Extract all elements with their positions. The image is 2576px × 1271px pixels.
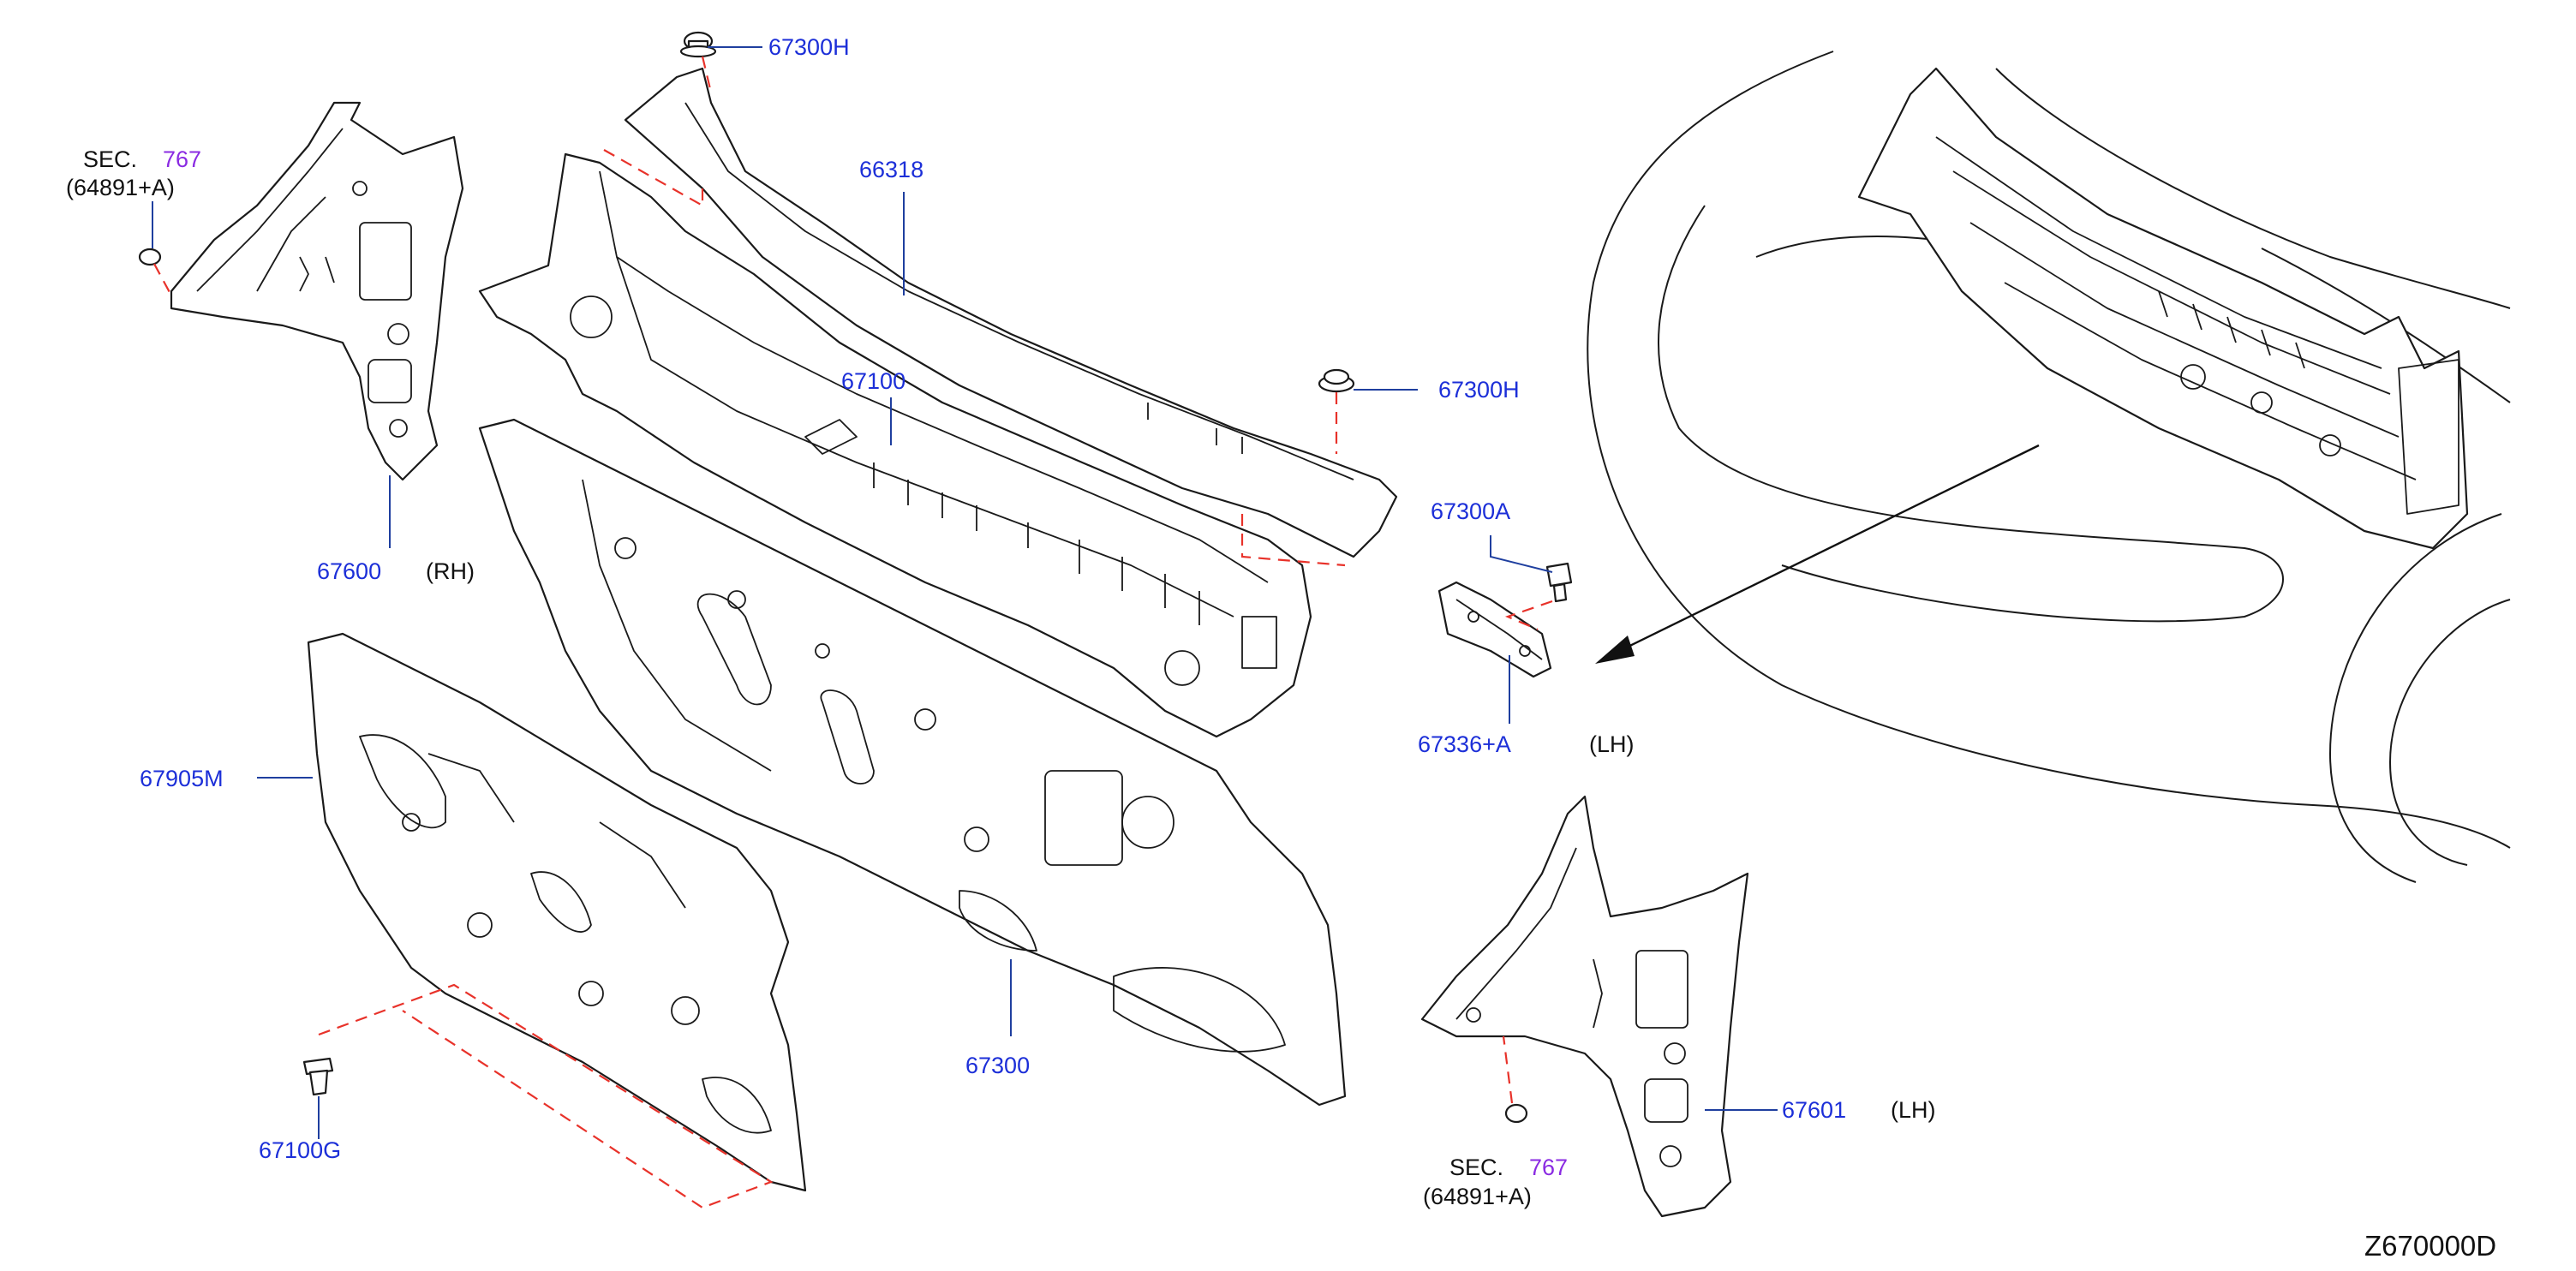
sec-bottom-ref: (64891+A) <box>1423 1184 1532 1209</box>
clip-67100G <box>302 1057 334 1096</box>
label-67100: 67100 <box>841 368 905 394</box>
sec-top-number: 767 <box>163 146 201 172</box>
hidden-lines <box>153 56 1553 1209</box>
bolt-67300A <box>1545 562 1573 603</box>
sec-bottom-number: 767 <box>1529 1155 1568 1180</box>
label-67300H-right: 67300H <box>1438 377 1520 403</box>
grommet-67300H-right <box>1318 368 1355 393</box>
sec-top-ref: (64891+A) <box>66 175 175 200</box>
cowl-inner-67100 <box>478 152 1312 738</box>
label-67300: 67300 <box>965 1053 1030 1078</box>
seal-top-sec767 <box>138 248 162 266</box>
label-67600-side: (RH) <box>426 558 475 584</box>
label-67336A: 67336+A <box>1418 731 1511 757</box>
label-67601-side: (LH) <box>1891 1097 1936 1123</box>
insulator-67905M <box>307 632 807 1192</box>
bracket-67336A <box>1437 581 1552 678</box>
label-67300H-top: 67300H <box>768 34 850 60</box>
grommet-67300H-top <box>679 31 717 58</box>
seal-bottom-sec767 <box>1504 1103 1528 1124</box>
sec-bottom-prefix: SEC. <box>1449 1155 1503 1180</box>
dash-panel-67300 <box>478 418 1347 1107</box>
label-67100G: 67100G <box>259 1137 341 1163</box>
label-67300A: 67300A <box>1431 498 1510 524</box>
side-panel-lh-67601 <box>1420 795 1749 1218</box>
label-66318: 66318 <box>859 157 923 182</box>
leader-lines <box>152 46 1778 1139</box>
vehicle-outline <box>1587 51 2511 883</box>
label-67601: 67601 <box>1782 1097 1846 1123</box>
label-67600: 67600 <box>317 558 381 584</box>
label-67905M: 67905M <box>140 766 224 791</box>
diagram-code: Z670000D <box>2364 1230 2496 1262</box>
side-panel-rh-67600 <box>170 101 464 481</box>
label-67336A-side: (LH) <box>1589 731 1635 757</box>
sec-top-prefix: SEC. <box>83 146 137 172</box>
labels: 67300H 66318 67100 67300H 67300A 67336+A… <box>66 34 2496 1262</box>
cowl-top-66318 <box>624 67 1398 558</box>
